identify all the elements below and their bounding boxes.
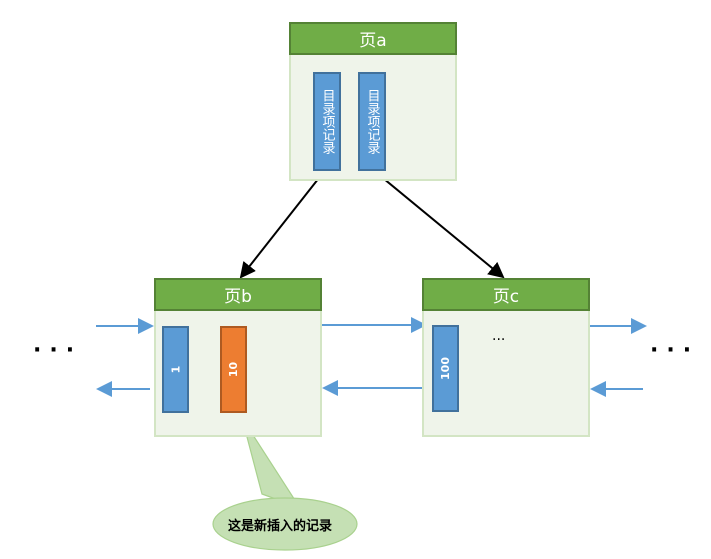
directory-record-2: 目录项记录 bbox=[358, 72, 386, 171]
record-10-new: 10 bbox=[220, 326, 247, 413]
record-label: 100 bbox=[439, 357, 452, 380]
callout-bubble bbox=[212, 497, 358, 551]
page-b-header: 页b bbox=[154, 278, 322, 311]
record-1: 1 bbox=[162, 326, 189, 413]
page-c-header: 页c bbox=[422, 278, 590, 311]
arrow-pagea-to-pagec bbox=[371, 168, 505, 279]
record-label: 目录项记录 bbox=[364, 89, 380, 154]
callout-text: 这是新插入的记录 bbox=[228, 519, 333, 534]
page-c: 页c 100 ··· bbox=[422, 278, 590, 437]
directory-record-1: 目录项记录 bbox=[313, 72, 341, 171]
record-label: 1 bbox=[169, 365, 182, 374]
record-label: 10 bbox=[227, 361, 240, 378]
right-more-pages-ellipsis: ··· bbox=[650, 338, 700, 363]
more-records-ellipsis: ··· bbox=[492, 332, 506, 348]
record-100: 100 bbox=[432, 325, 459, 412]
left-more-pages-ellipsis: ··· bbox=[33, 338, 83, 363]
record-label: 目录项记录 bbox=[319, 89, 335, 154]
page-a-header: 页a bbox=[289, 22, 457, 55]
arrow-pagea-to-pageb bbox=[239, 168, 327, 279]
page-b: 页b 1 10 bbox=[154, 278, 322, 437]
page-a: 页a 目录项记录 目录项记录 bbox=[289, 22, 457, 181]
